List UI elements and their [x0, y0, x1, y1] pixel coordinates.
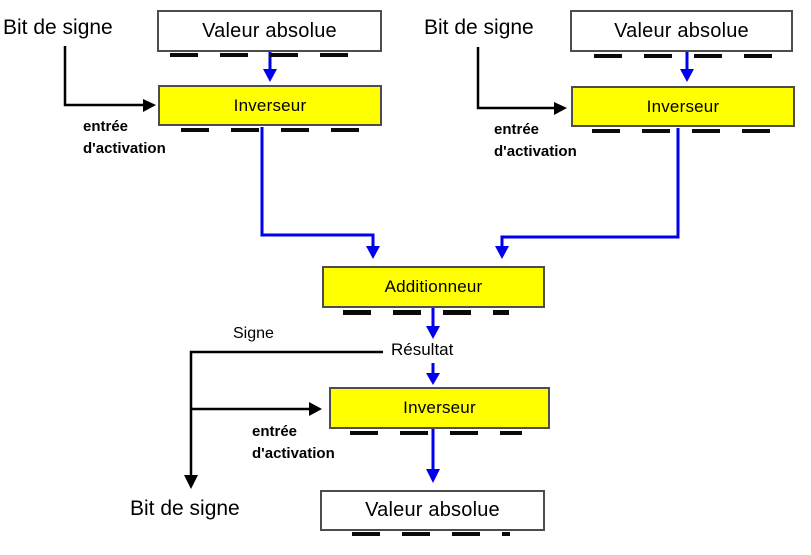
shadow-dashes: [181, 128, 367, 132]
shadow-dashes: [343, 310, 509, 315]
wire-signbit-right: [476, 47, 554, 110]
wire-sign-out: [189, 350, 383, 475]
shadow-dashes: [594, 54, 778, 58]
sign-output-label: Signe: [233, 325, 274, 342]
arrowhead-signbit-bottom: [184, 475, 198, 489]
activation-label-bottom-line1: entrée: [252, 423, 298, 440]
sign-bit-label-right: Bit de signe: [424, 16, 534, 39]
activation-label-right-line2: d'activation: [494, 143, 577, 160]
arrowhead-adder-left: [366, 246, 380, 259]
arrowhead-activation-bottom: [309, 402, 322, 416]
wire-invright-to-adder: [500, 128, 680, 247]
sign-bit-label-bottom: Bit de signe: [130, 497, 240, 520]
arrowhead-invbottom: [426, 373, 440, 385]
shadow-dashes: [592, 129, 780, 133]
result-label: Résultat: [391, 340, 454, 359]
wire-signbit-left: [63, 46, 143, 107]
arrowhead-adder-right: [495, 246, 509, 259]
arrowhead-invright: [680, 69, 694, 82]
arrowhead-activation-right: [554, 102, 567, 115]
arrowhead-absbottom: [426, 469, 440, 483]
absolute-value-box-right: Valeur absolue: [570, 10, 793, 52]
arrowhead-result: [426, 326, 440, 339]
blue-connectors: [260, 52, 694, 483]
arrowhead-invleft: [263, 69, 277, 82]
black-connectors: [63, 46, 567, 489]
shadow-dashes: [170, 53, 366, 57]
shadow-dashes: [352, 532, 510, 536]
inverter-box-left: Inverseur: [158, 85, 382, 126]
inverter-box-right: Inverseur: [571, 86, 795, 127]
shadow-dashes: [350, 431, 522, 435]
absolute-value-box-left: Valeur absolue: [157, 10, 382, 52]
sign-bit-label-left: Bit de signe: [3, 16, 113, 39]
activation-label-left-line2: d'activation: [83, 140, 166, 157]
arrowhead-activation-left: [143, 99, 156, 112]
adder-box: Additionneur: [322, 266, 545, 308]
activation-label-right-line1: entrée: [494, 121, 540, 138]
activation-label-left-line1: entrée: [83, 118, 129, 135]
absolute-value-box-bottom: Valeur absolue: [320, 490, 545, 531]
inverter-box-bottom: Inverseur: [329, 387, 550, 429]
activation-label-bottom-line2: d'activation: [252, 445, 335, 462]
wire-invleft-to-adder: [260, 127, 375, 247]
